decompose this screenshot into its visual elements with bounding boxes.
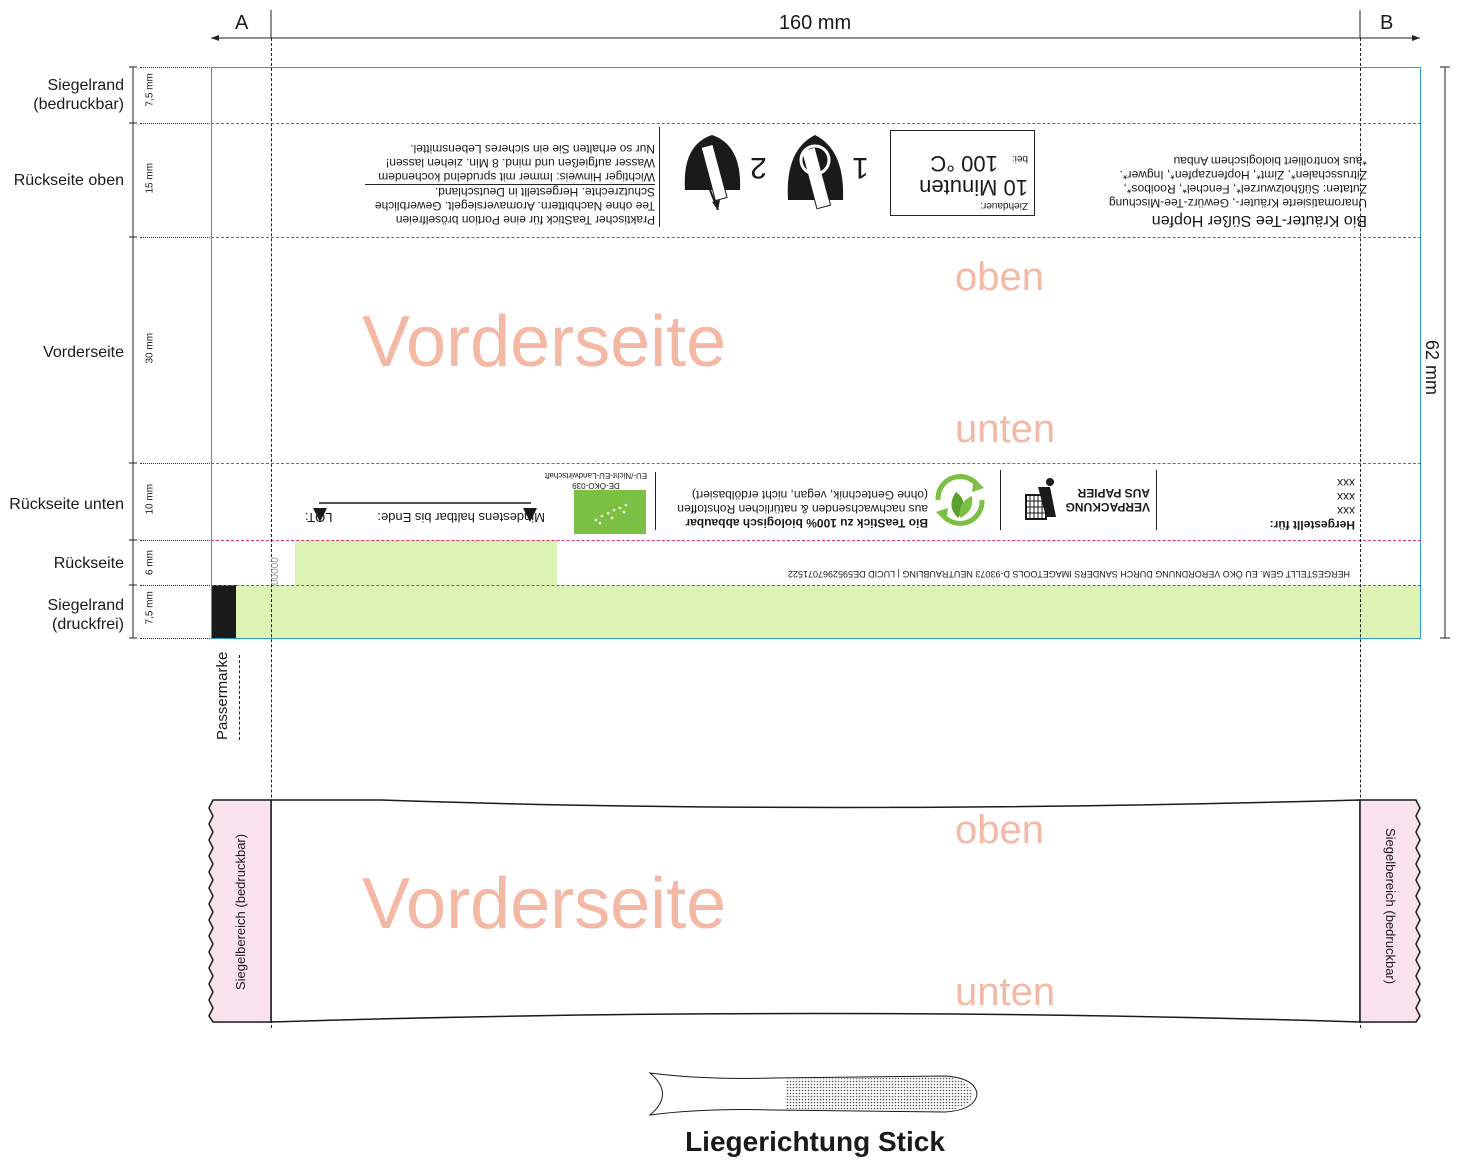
seal-area-bottom bbox=[211, 585, 1421, 638]
code-field bbox=[295, 540, 557, 585]
step-1-icon bbox=[787, 135, 844, 210]
width-label: 160 mm bbox=[778, 12, 852, 34]
paper-bin-icon bbox=[1024, 478, 1056, 520]
step-2-icon bbox=[684, 135, 741, 210]
mark-b: B bbox=[1380, 12, 1394, 34]
packaging-block: VERPACKUNG AUS PAPIER bbox=[1000, 470, 1157, 530]
guide-line-b bbox=[1360, 38, 1361, 1028]
front-top-label: oben bbox=[955, 255, 1044, 299]
zone-label-front: Vorderseite bbox=[43, 344, 124, 361]
seal-area-left bbox=[208, 799, 272, 1023]
guide-line-a bbox=[271, 38, 272, 1028]
fold-line-1 bbox=[211, 123, 1421, 124]
eu-organic-logo bbox=[574, 490, 646, 534]
zone-label-back-top: Rückseite oben bbox=[13, 172, 124, 189]
seal-left-label: Siegelbereich (bedruckbar) bbox=[233, 833, 248, 990]
register-mark bbox=[211, 585, 236, 638]
seal-right-label: Siegelbereich (bedruckbar) bbox=[1383, 828, 1398, 985]
zone-label-seal-top: Siegelrand (bedruckbar) bbox=[33, 77, 124, 113]
zone-label-back: Rückseite bbox=[53, 555, 124, 572]
zone-label-seal-bottom: Siegelrand (druckfrei) bbox=[47, 597, 125, 633]
fold-line-5 bbox=[211, 585, 1421, 586]
eu-leaf-stars-icon bbox=[594, 503, 628, 525]
fold-line-4 bbox=[211, 540, 1421, 541]
compost-leaf-icon bbox=[935, 474, 985, 526]
seal-area-right bbox=[1359, 799, 1421, 1023]
front-main-label: Vorderseite bbox=[362, 302, 727, 382]
zone-label-back-bottom: Rückseite unten bbox=[9, 496, 124, 513]
stick-main-label: Vorderseite bbox=[362, 864, 727, 944]
mark-a: A bbox=[235, 12, 249, 34]
date-range-arrow bbox=[313, 502, 537, 522]
stick-top-label: oben bbox=[955, 808, 1044, 852]
caption: Liegerichtung Stick bbox=[685, 1126, 945, 1157]
front-bottom-label: unten bbox=[955, 407, 1056, 451]
fold-line-2 bbox=[211, 237, 1421, 238]
fold-line-3 bbox=[211, 463, 1421, 464]
passermarke-bracket bbox=[231, 655, 240, 740]
cut-line-frame bbox=[211, 67, 1421, 639]
stick-bottom-label: unten bbox=[955, 970, 1056, 1014]
tea-stick-icon bbox=[648, 1072, 978, 1116]
